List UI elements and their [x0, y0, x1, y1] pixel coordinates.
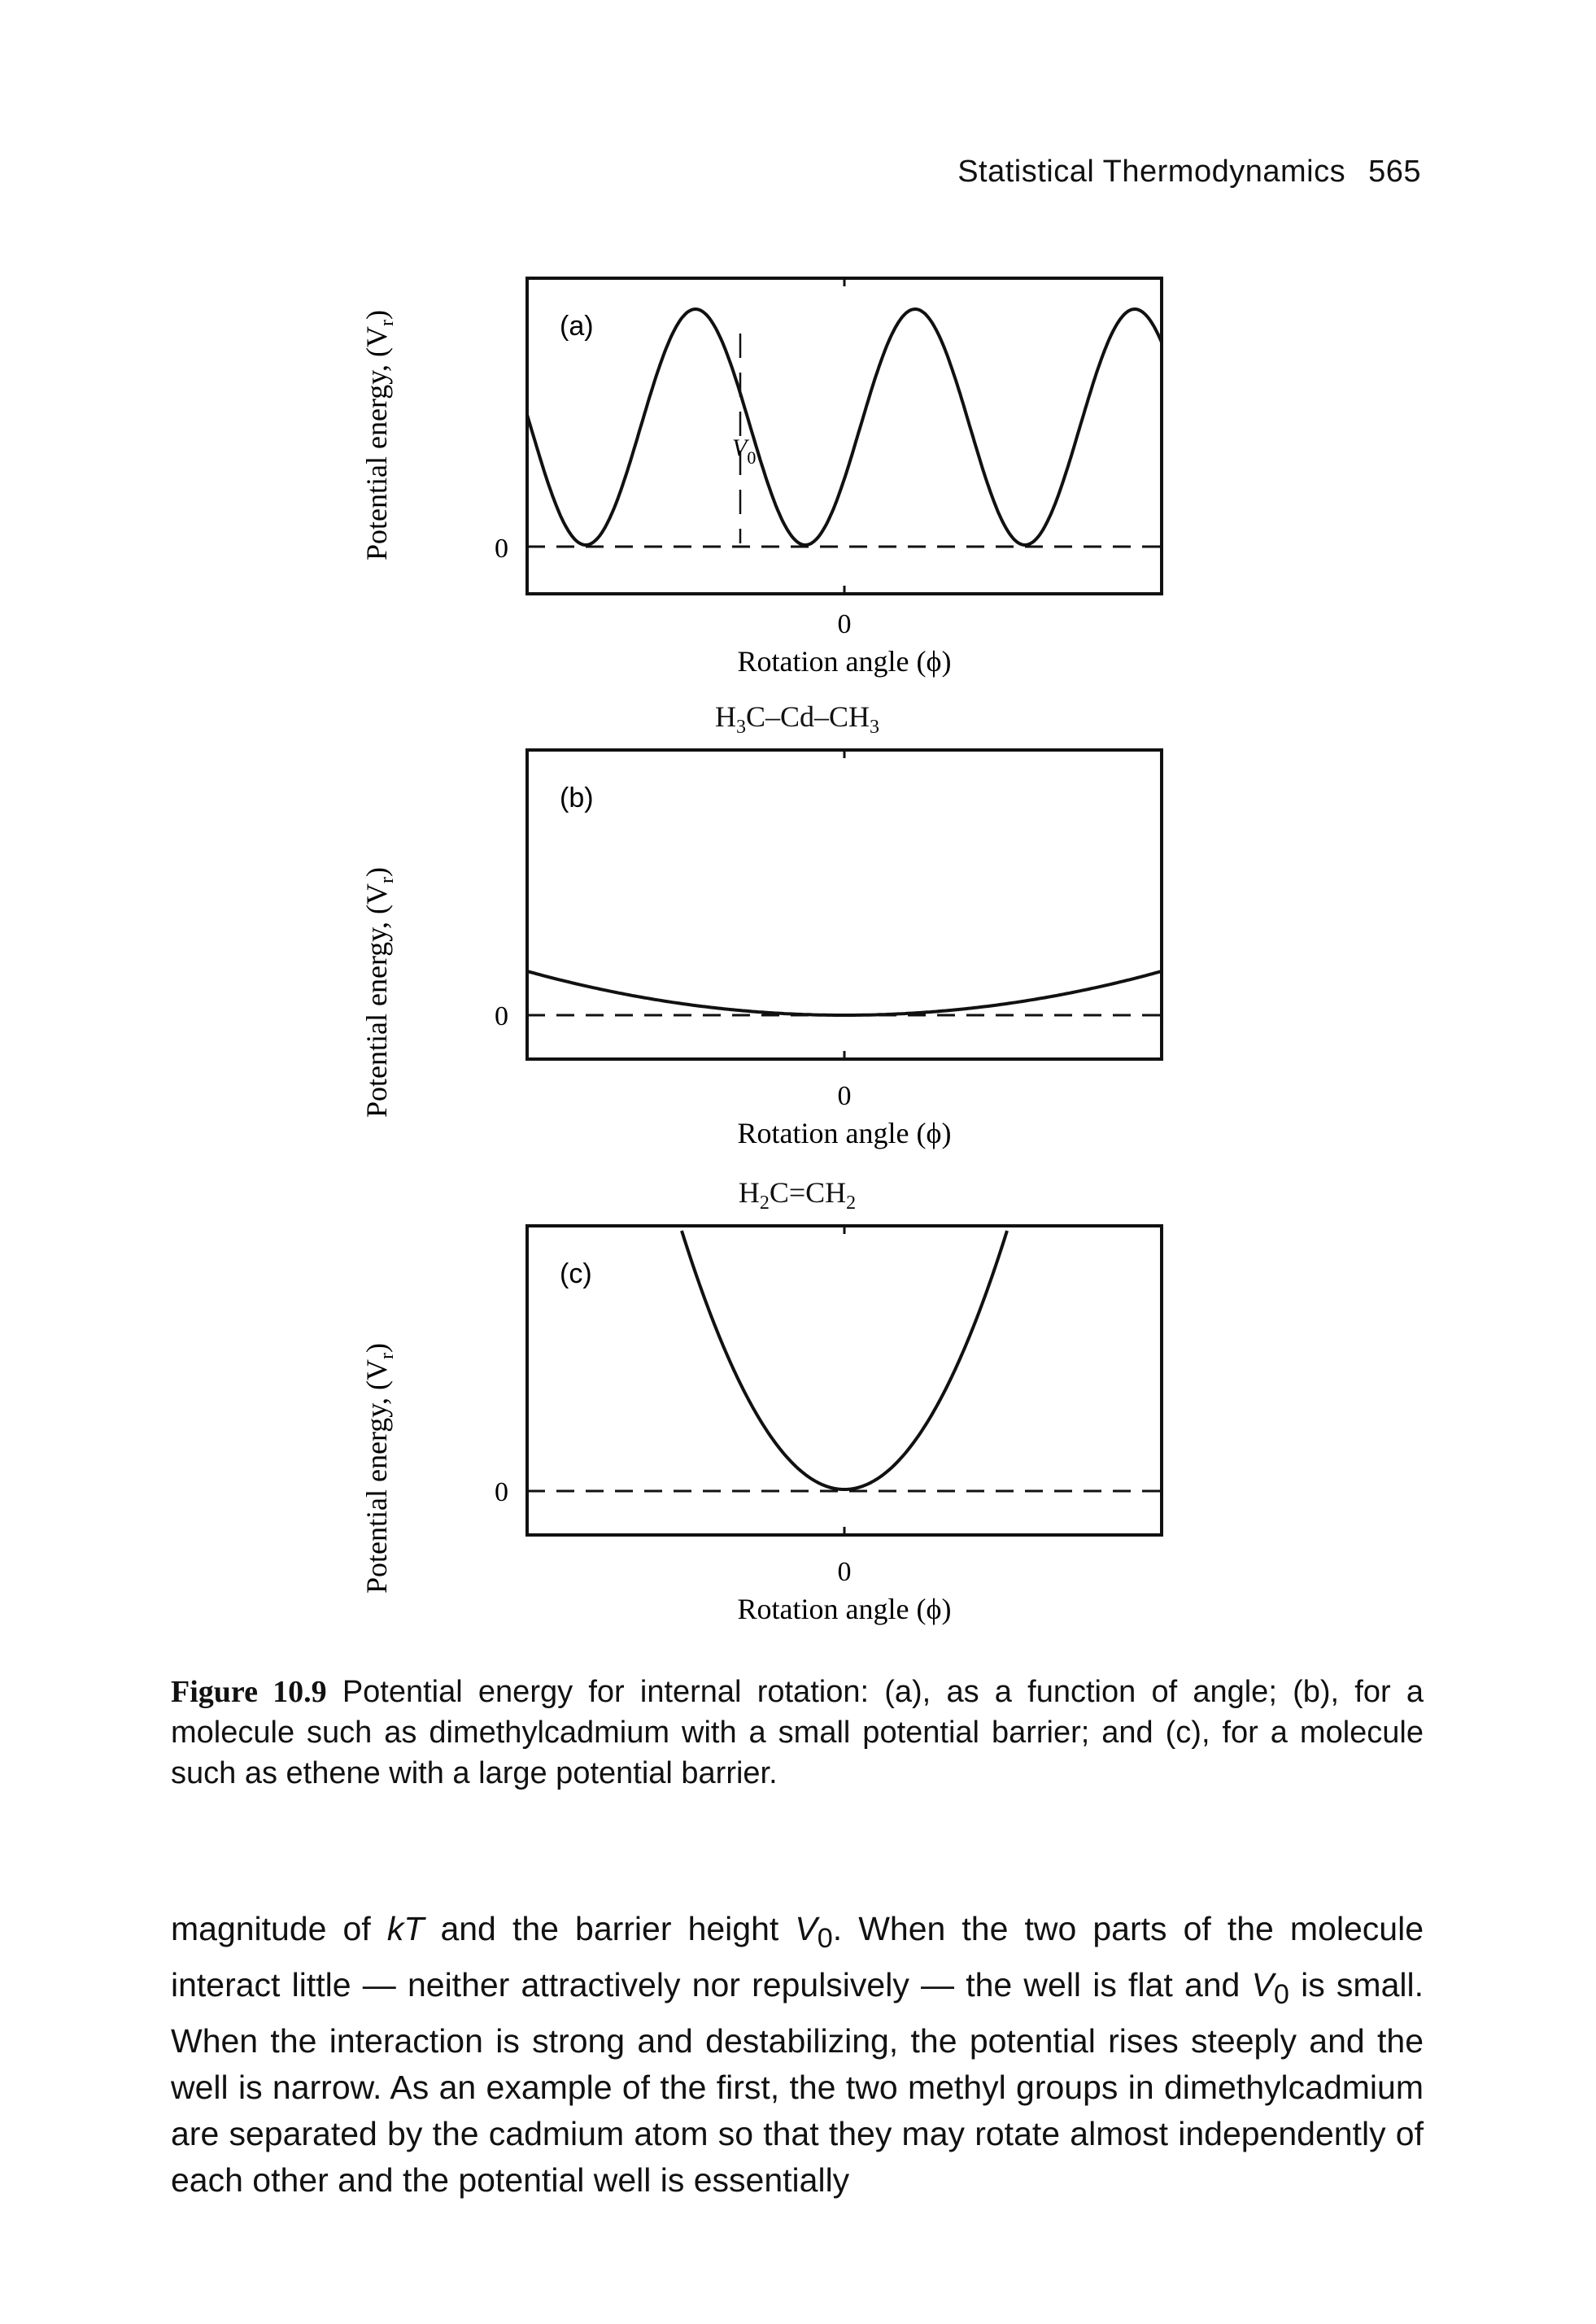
cosine-curve-a	[525, 307, 1163, 547]
plot-b: Potential energy, (Vr) (b) 0 0 Rotation …	[360, 748, 1163, 1149]
frame-b	[525, 748, 1163, 1061]
molecule-label-c: H2C=CH2	[738, 1176, 857, 1214]
caption-label: Figure 10.9	[171, 1675, 327, 1709]
figure-panel-c: H2C=CH2 Potential energy, (Vr) (c) 0 0 R…	[360, 1175, 1180, 1663]
panel-label-c: (c)	[560, 1258, 592, 1289]
plot-c: Potential energy, (Vr) (c) 0 0 Rotation …	[360, 1224, 1163, 1625]
figure-panel-a: Potential energy, (Vr) V0 (a) 0 0 Rotati…	[360, 244, 1180, 700]
ylabel-b: Potential energy, (Vr)	[360, 867, 398, 1118]
running-title: Statistical Thermodynamics	[957, 155, 1346, 189]
xlabel-b: Rotation angle (ϕ)	[738, 1117, 952, 1149]
caption-text: Potential energy for internal rotation: …	[171, 1675, 1424, 1790]
xlabel-a: Rotation angle (ϕ)	[738, 645, 952, 678]
ylabel-a: Potential energy, (Vr)	[360, 310, 398, 560]
x-zero-label-a: 0	[838, 609, 852, 639]
x-zero-label-c: 0	[838, 1557, 852, 1587]
panel-label-a: (a)	[560, 311, 594, 342]
y-zero-label-c: 0	[495, 1477, 508, 1507]
ylabel-c: Potential energy, (Vr)	[360, 1343, 398, 1594]
y-zero-label-a: 0	[495, 534, 508, 564]
x-zero-label-b: 0	[838, 1081, 852, 1111]
barrier-label-a: V0	[732, 434, 756, 468]
figure-caption: Figure 10.9 Potential energy for interna…	[171, 1672, 1424, 1794]
steep-curve-c	[680, 1230, 1009, 1491]
figure-panel-b: H3C–Cd–CH3 Potential energy, (Vr) (b) 0 …	[360, 700, 1180, 1179]
page-number: 565	[1368, 155, 1421, 189]
panel-label-b: (b)	[560, 783, 594, 813]
molecule-label-b: H3C–Cd–CH3	[714, 700, 880, 739]
y-zero-label-b: 0	[495, 1001, 508, 1031]
body-paragraph: magnitude of kT and the barrier height V…	[171, 1910, 1424, 2200]
running-header: Statistical Thermodynamics 565	[957, 155, 1421, 190]
xlabel-c: Rotation angle (ϕ)	[738, 1593, 952, 1625]
plot-a: Potential energy, (Vr) V0 (a) 0 0 Rotati…	[360, 277, 1163, 678]
shallow-curve-b	[526, 970, 1162, 1017]
